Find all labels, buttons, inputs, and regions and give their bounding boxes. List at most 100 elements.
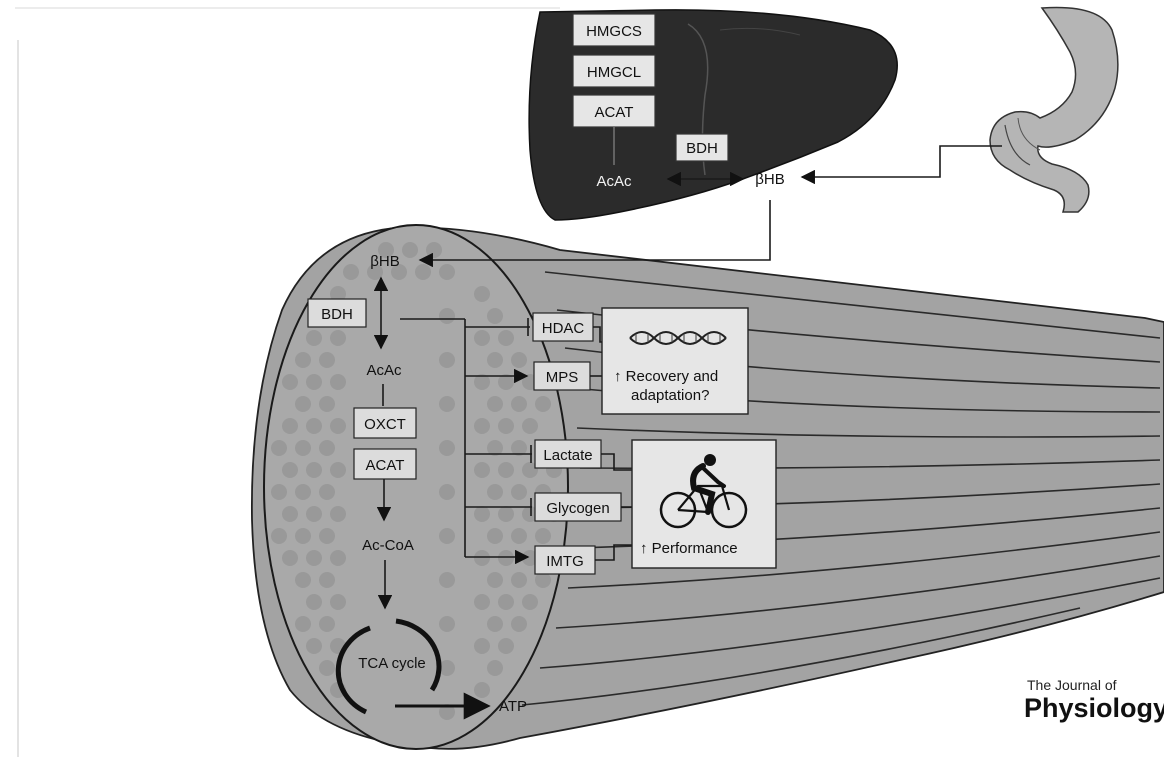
mitochondrion-dot (487, 528, 503, 544)
mitochondrion-dot (535, 396, 551, 412)
mitochondrion-dot (439, 528, 455, 544)
mitochondrion-dot (474, 550, 490, 566)
mitochondrion-dot (474, 682, 490, 698)
mitochondrion-dot (282, 506, 298, 522)
mitochondrion-dot (498, 638, 514, 654)
mitochondrion-dot (498, 550, 514, 566)
mitochondrion-dot (439, 572, 455, 588)
mitochondrion-dot (535, 528, 551, 544)
muscle-bdh-label: BDH (321, 306, 353, 323)
mitochondrion-dot (511, 352, 527, 368)
mitochondrion-dot (319, 440, 335, 456)
oxct-label: OXCT (364, 416, 406, 433)
mitochondrion-dot (295, 616, 311, 632)
mitochondrion-dot (474, 286, 490, 302)
liver-acac-label: AcAc (596, 173, 632, 190)
mitochondrion-dot (487, 616, 503, 632)
mitochondrion-dot (319, 660, 335, 676)
mitochondrion-dot (306, 550, 322, 566)
mitochondrion-dot (330, 418, 346, 434)
recovery-line1: ↑ Recovery and (614, 368, 718, 385)
mitochondrion-dot (306, 638, 322, 654)
muscle-acac-label: AcAc (366, 362, 402, 379)
mitochondrion-dot (271, 528, 287, 544)
mitochondrion-dot (295, 396, 311, 412)
mitochondrion-dot (487, 308, 503, 324)
mitochondrion-dot (474, 594, 490, 610)
mitochondrion-dot (487, 572, 503, 588)
mitochondrion-dot (282, 550, 298, 566)
mitochondrion-dot (487, 484, 503, 500)
mitochondrion-dot (319, 616, 335, 632)
mitochondrion-dot (306, 594, 322, 610)
atp-label: ATP (499, 698, 527, 715)
imtg-label: IMTG (546, 553, 584, 570)
mitochondrion-dot (498, 594, 514, 610)
mitochondrion-dot (306, 506, 322, 522)
blood-bhb-label: βHB (755, 171, 784, 188)
mitochondrion-dot (282, 374, 298, 390)
glycogen-label: Glycogen (546, 500, 609, 517)
performance-outcome-box: ↑ Performance (632, 440, 776, 568)
hmgcl-label: HMGCL (587, 64, 641, 81)
mitochondrion-dot (295, 572, 311, 588)
tca-label: TCA cycle (358, 655, 426, 672)
mitochondrion-dot (439, 440, 455, 456)
mps-label: MPS (546, 369, 579, 386)
mitochondrion-dot (439, 616, 455, 632)
gut-to-bhb-arrow (802, 146, 1002, 177)
mitochondrion-dot (306, 374, 322, 390)
mitochondrion-dot (511, 528, 527, 544)
mitochondrion-dot (439, 308, 455, 324)
mitochondrion-dot (439, 264, 455, 280)
mitochondrion-dot (439, 352, 455, 368)
mitochondrion-dot (474, 418, 490, 434)
journal-line1: The Journal of (1027, 677, 1117, 693)
journal-line2: Physiology (1024, 693, 1164, 723)
recovery-line2: adaptation? (631, 387, 709, 404)
mitochondrion-dot (474, 506, 490, 522)
mitochondrion-dot (511, 396, 527, 412)
mitochondrion-dot (306, 330, 322, 346)
mitochondrion-dot (330, 594, 346, 610)
mitochondrion-dot (415, 264, 431, 280)
mitochondrion-dot (282, 462, 298, 478)
hdac-label: HDAC (542, 320, 585, 337)
mitochondrion-dot (295, 440, 311, 456)
mitochondrion-dot (330, 374, 346, 390)
mitochondrion-dot (295, 528, 311, 544)
mitochondrion-dot (319, 572, 335, 588)
mitochondrion-dot (474, 462, 490, 478)
gut-illustration (990, 7, 1118, 212)
liver-acat-label: ACAT (595, 104, 634, 121)
mitochondrion-dot (271, 484, 287, 500)
mitochondrion-dot (306, 462, 322, 478)
hmgcs-label: HMGCS (586, 23, 642, 40)
mitochondrion-dot (498, 462, 514, 478)
mitochondrion-dot (295, 352, 311, 368)
mitochondrion-dot (498, 418, 514, 434)
mitochondrion-dot (282, 418, 298, 434)
mitochondrion-dot (343, 264, 359, 280)
performance-label: ↑ Performance (640, 540, 738, 557)
mitochondrion-dot (511, 484, 527, 500)
mitochondrion-dot (319, 396, 335, 412)
mitochondrion-dot (319, 352, 335, 368)
mitochondrion-dot (474, 330, 490, 346)
mitochondrion-dot (522, 418, 538, 434)
mitochondrion-dot (330, 330, 346, 346)
muscle-bhb-label: βHB (370, 253, 399, 270)
mitochondrion-dot (498, 330, 514, 346)
mitochondrion-dot (330, 550, 346, 566)
mitochondrion-dot (426, 242, 442, 258)
acoa-label: Ac-CoA (362, 537, 414, 554)
mitochondrion-dot (439, 484, 455, 500)
mitochondrion-dot (487, 396, 503, 412)
mitochondrion-dot (319, 528, 335, 544)
mitochondrion-dot (319, 484, 335, 500)
mitochondrion-dot (295, 484, 311, 500)
muscle-acat-label: ACAT (366, 457, 405, 474)
mitochondrion-dot (498, 506, 514, 522)
mitochondrion-dot (439, 396, 455, 412)
recovery-outcome-box: ↑ Recovery and adaptation? (602, 308, 748, 414)
